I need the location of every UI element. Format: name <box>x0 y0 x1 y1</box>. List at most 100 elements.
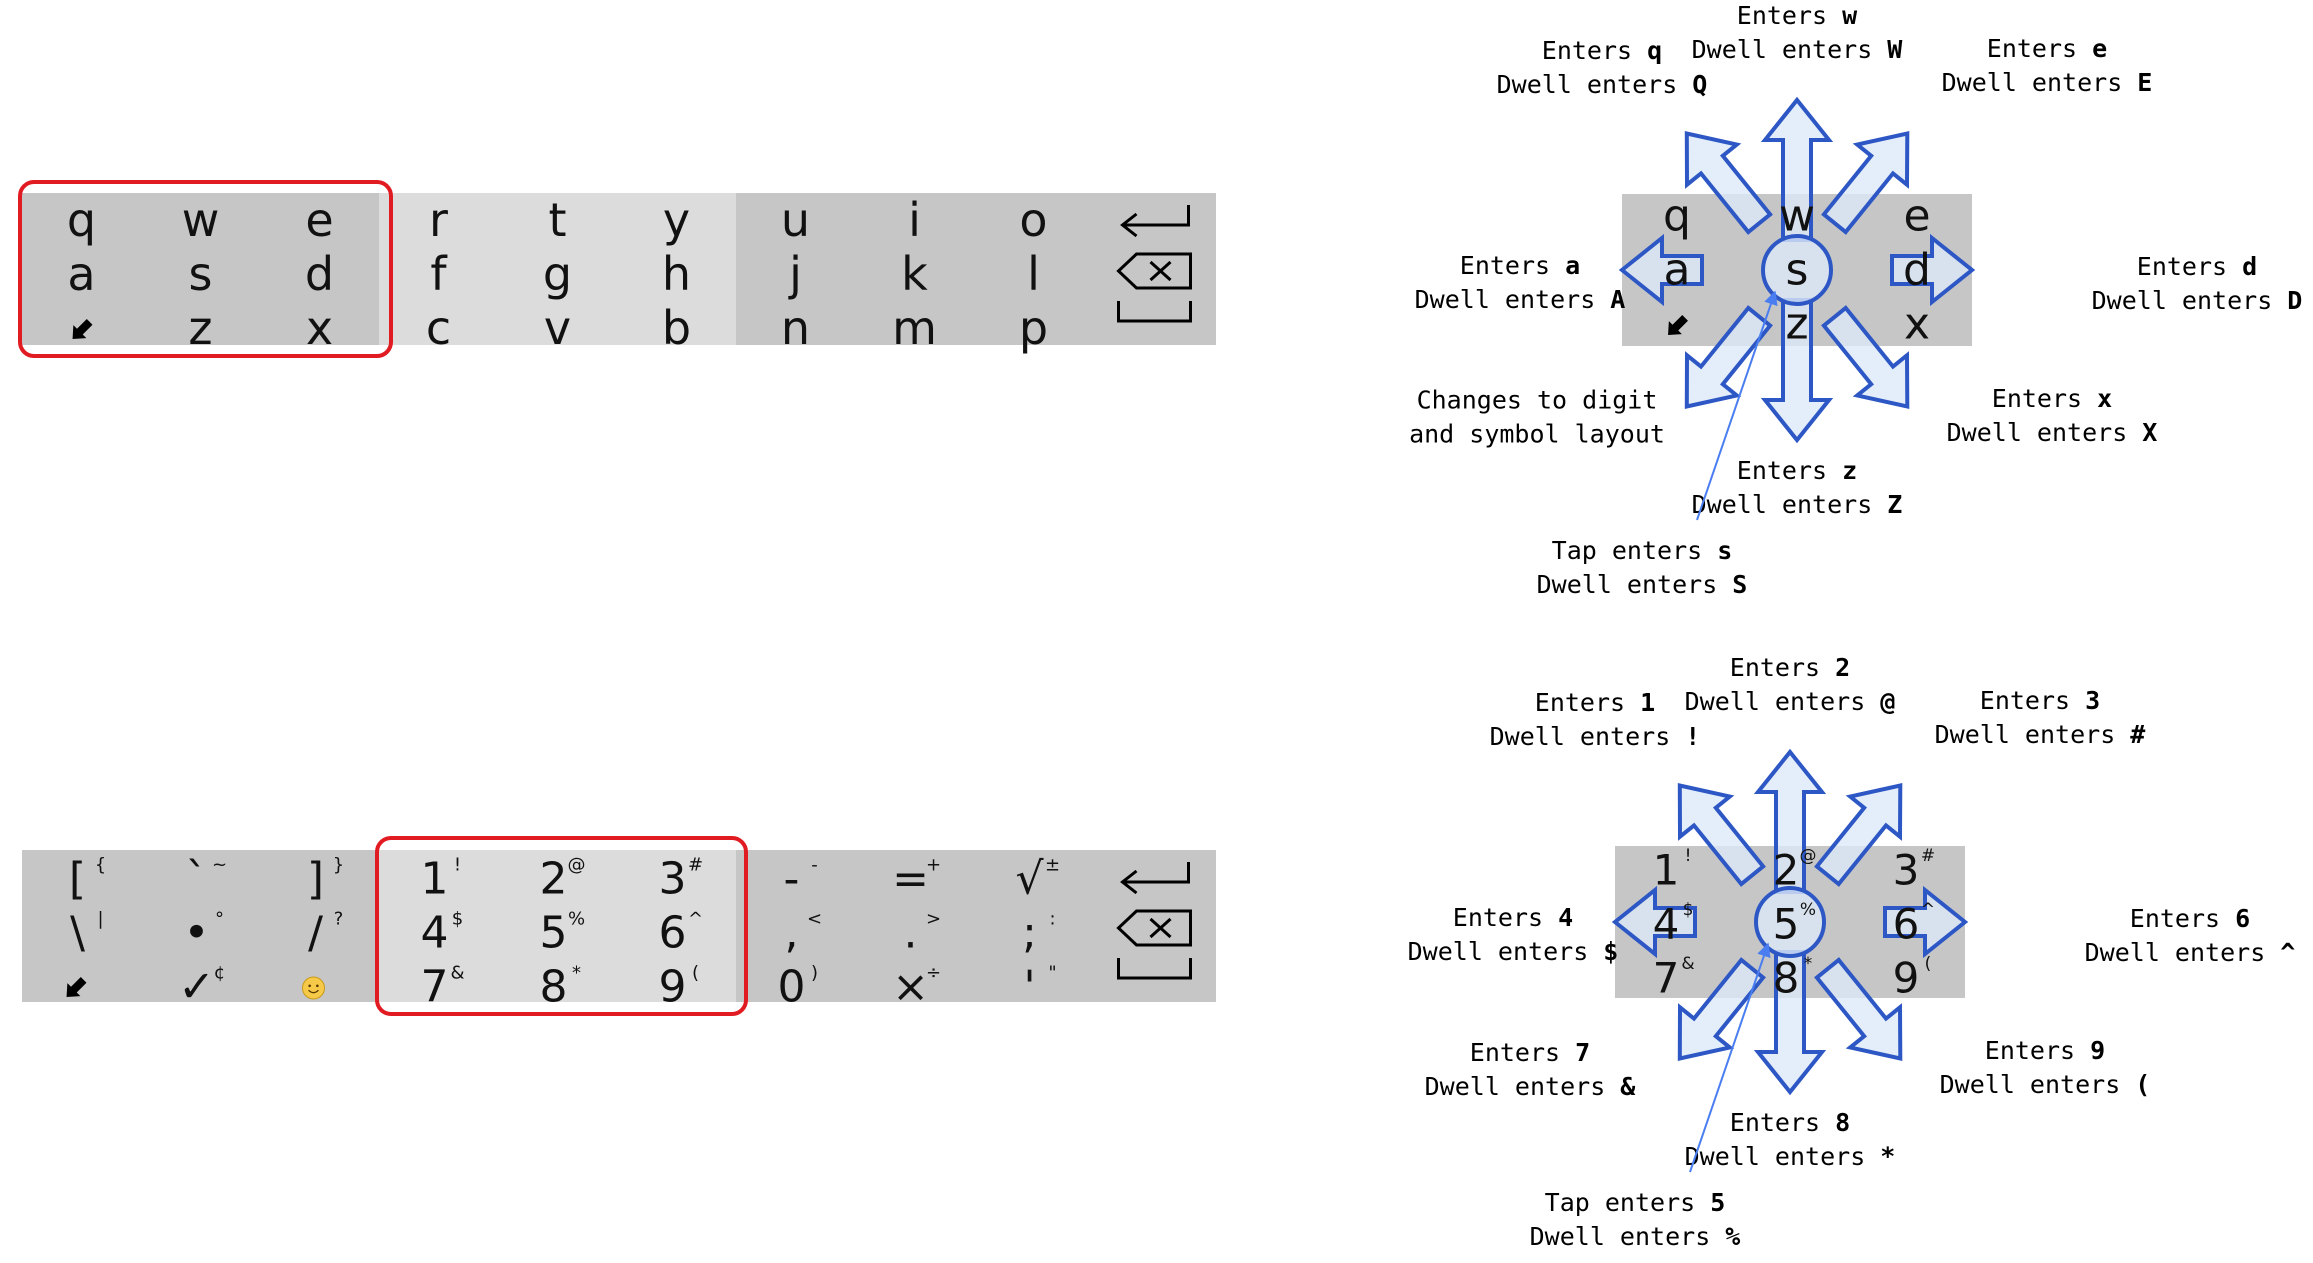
key-group-2 <box>379 193 736 345</box>
label-key: 1 <box>1640 688 1655 717</box>
key-0[interactable]: 0 <box>778 962 806 1013</box>
key-3[interactable]: 3 <box>659 854 687 905</box>
label-line: Dwell enters # <box>1935 720 2146 749</box>
key-secondary-!: ! <box>454 855 461 876</box>
layout-switch-icon[interactable] <box>66 315 96 345</box>
key-`[interactable]: ` <box>186 854 208 905</box>
label-prefix: Enters <box>1980 686 2085 715</box>
key-t[interactable]: t <box>548 193 566 247</box>
key-p[interactable]: p <box>1019 301 1048 355</box>
key--[interactable]: - <box>784 854 800 905</box>
key-w[interactable]: w <box>182 193 220 247</box>
backspace-icon[interactable] <box>1116 909 1192 947</box>
key-l[interactable]: l <box>1027 247 1040 301</box>
key-√[interactable]: √ <box>1015 854 1044 905</box>
key-✓[interactable]: ✓ <box>178 962 215 1013</box>
key-e[interactable]: e <box>305 193 333 247</box>
layout-switch-icon[interactable] <box>60 973 90 1003</box>
backspace-icon[interactable] <box>1116 252 1192 290</box>
enter-icon[interactable] <box>1120 205 1190 238</box>
key-1[interactable]: 1 <box>421 854 449 905</box>
key-q[interactable]: q <box>67 193 96 247</box>
label-key: A <box>1610 285 1625 314</box>
key-x[interactable]: x <box>306 301 333 355</box>
key-a[interactable]: a <box>67 247 95 301</box>
key-j[interactable]: j <box>788 247 802 301</box>
label-key: 6 <box>2235 904 2250 933</box>
cluster-key-9: 9 <box>1893 954 1920 1003</box>
key-,[interactable]: , <box>785 908 799 959</box>
label-line: Dwell enters ( <box>1940 1070 2151 1099</box>
key-o[interactable]: o <box>1019 193 1047 247</box>
key-s[interactable]: s <box>189 247 213 301</box>
key-secondary-*: * <box>572 963 581 984</box>
label-line: Enters 6 <box>2130 904 2250 933</box>
key-7[interactable]: 7 <box>421 962 449 1013</box>
key-u[interactable]: u <box>781 193 810 247</box>
key-×[interactable]: × <box>892 962 929 1013</box>
key-'[interactable]: ' <box>1023 962 1035 1013</box>
cluster-key-d: d <box>1903 245 1931 296</box>
backspace-icon-outline <box>1116 909 1192 947</box>
key-5[interactable]: 5 <box>540 908 568 959</box>
key-z[interactable]: z <box>188 301 212 355</box>
key-h[interactable]: h <box>662 247 691 301</box>
key-d[interactable]: d <box>305 247 334 301</box>
layout-switch-icon[interactable] <box>1662 311 1692 341</box>
key-n[interactable]: n <box>781 301 810 355</box>
key-;[interactable]: ; <box>1022 908 1037 959</box>
space-icon[interactable] <box>1117 958 1192 980</box>
label-key: a <box>1565 251 1580 280</box>
key-9[interactable]: 9 <box>659 962 687 1013</box>
key-r[interactable]: r <box>429 193 448 247</box>
key-k[interactable]: k <box>901 247 928 301</box>
gesture-arrow-nw <box>1677 783 1766 887</box>
label-key: $ <box>1603 937 1618 966</box>
key-\[interactable]: \ <box>70 908 85 959</box>
label-prefix: Dwell enters <box>1537 570 1733 599</box>
key-6[interactable]: 6 <box>659 908 687 959</box>
key-.[interactable]: . <box>904 908 918 959</box>
smiley-eye <box>308 984 311 988</box>
key-8[interactable]: 8 <box>540 962 568 1013</box>
label-prefix: Dwell enters <box>1497 70 1693 99</box>
key-b[interactable]: b <box>662 301 691 355</box>
key-[[interactable]: [ <box>69 854 86 905</box>
gesture-arrow-e <box>1883 885 1969 959</box>
key-v[interactable]: v <box>544 301 571 355</box>
label-prefix: Enters <box>1737 1 1842 30</box>
label-prefix: Dwell enters <box>1685 687 1881 716</box>
label-key: & <box>1620 1072 1636 1101</box>
cluster-key-z: z <box>1785 299 1808 350</box>
cluster-key-secondary: ( <box>1925 954 1932 974</box>
key-i[interactable]: i <box>908 193 921 247</box>
key-][interactable]: ] <box>307 854 324 905</box>
key-m[interactable]: m <box>892 301 937 355</box>
space-icon[interactable] <box>1117 301 1192 323</box>
highlight-box-qwe-group <box>18 180 393 358</box>
key-secondary-÷: ÷ <box>926 963 941 984</box>
label-line: Enters q <box>1542 36 1662 65</box>
key-•[interactable]: • <box>184 908 210 959</box>
key-/[interactable]: / <box>308 908 323 959</box>
key-y[interactable]: y <box>663 193 690 247</box>
enter-icon[interactable] <box>1120 862 1190 895</box>
key-secondary-&: & <box>450 963 464 984</box>
key-c[interactable]: c <box>426 301 451 355</box>
key-f[interactable]: f <box>430 247 448 301</box>
key-4[interactable]: 4 <box>421 908 449 959</box>
key-2[interactable]: 2 <box>540 854 568 905</box>
label-line: Dwell enters % <box>1530 1222 1741 1251</box>
label-prefix: Enters <box>1730 653 1835 682</box>
key-=[interactable]: = <box>892 854 929 905</box>
smiley-icon[interactable] <box>302 976 325 1000</box>
key-g[interactable]: g <box>543 247 572 301</box>
label-prefix: Dwell enters <box>1942 68 2138 97</box>
